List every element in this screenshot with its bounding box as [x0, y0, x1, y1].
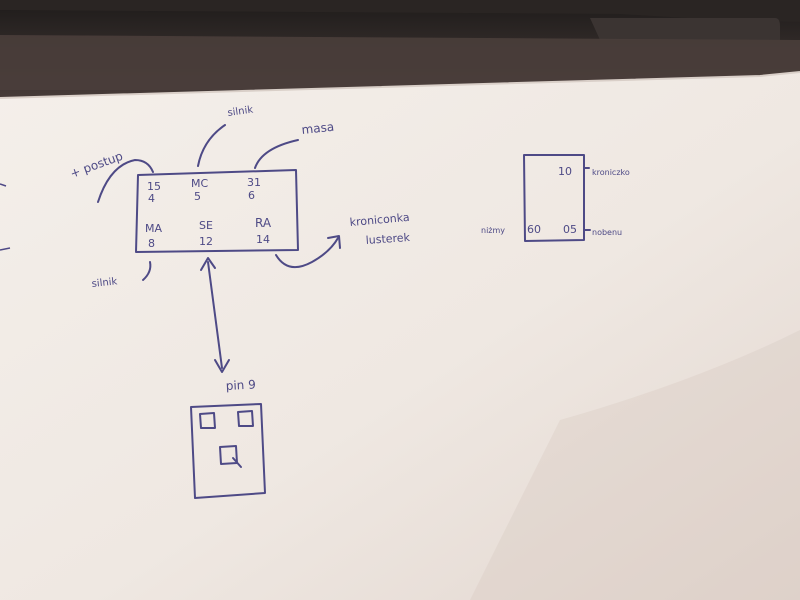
double-arrow-head-top [200, 257, 216, 271]
pin-label-31: 31 [247, 176, 261, 189]
label-silnik-top: silnik [227, 104, 254, 118]
label-note-line-1: kroniconka [349, 211, 410, 229]
pin-label-se: SE [199, 219, 213, 232]
module-square-left [199, 412, 216, 429]
leader-silnik-bottom-line [142, 261, 152, 281]
side-box-bottom-right-value: 05 [563, 223, 577, 236]
paper-sheet [0, 72, 800, 600]
side-box-top-value: 10 [558, 165, 572, 178]
pin-number-4: 4 [148, 192, 155, 205]
pin-label-ra: RA [255, 216, 272, 230]
module-box [190, 403, 266, 499]
side-box-bottom-left-value: 60 [527, 223, 541, 236]
label-pin-9: pin 9 [225, 377, 256, 393]
double-arrow-shaft [207, 261, 223, 369]
pin-label-ma: MA [145, 222, 162, 235]
margin-mark-1 [0, 183, 7, 187]
side-box [523, 154, 585, 242]
pin-label-15: 15 [147, 180, 161, 193]
pin-number-6: 6 [248, 189, 255, 202]
leader-masa-line [254, 139, 299, 169]
desk-surface [0, 35, 800, 90]
margin-mark-2 [0, 247, 11, 251]
double-arrow-head-bottom [214, 359, 230, 373]
side-box-right-top-label: kroniczko [592, 168, 630, 177]
pin-number-12: 12 [199, 235, 213, 248]
pin-number-14: 14 [256, 233, 270, 246]
pin-number-5: 5 [194, 190, 201, 203]
paper-shadow-bottom-right [470, 330, 800, 600]
arrow-to-note [275, 237, 339, 269]
label-note-line-2: lusterek [365, 231, 411, 247]
module-square-right [237, 410, 254, 427]
leader-plus-line [97, 159, 154, 203]
module-center-tick [232, 457, 242, 468]
pin-label-mc: MC [191, 177, 208, 190]
leader-silnik-top-line [197, 124, 226, 167]
arrow-to-note-head [327, 235, 341, 249]
monitor-button-strip [590, 18, 780, 40]
label-masa: masa [301, 120, 335, 137]
pin-number-8: 8 [148, 237, 155, 250]
connector-box [135, 169, 299, 253]
label-silnik-bottom: silnik [91, 276, 118, 290]
paper-edge [0, 71, 800, 99]
side-box-right-bottom-label: nobenu [592, 228, 622, 237]
side-box-left-label: niżmy [481, 226, 505, 235]
monitor-top-edge [0, 0, 800, 22]
